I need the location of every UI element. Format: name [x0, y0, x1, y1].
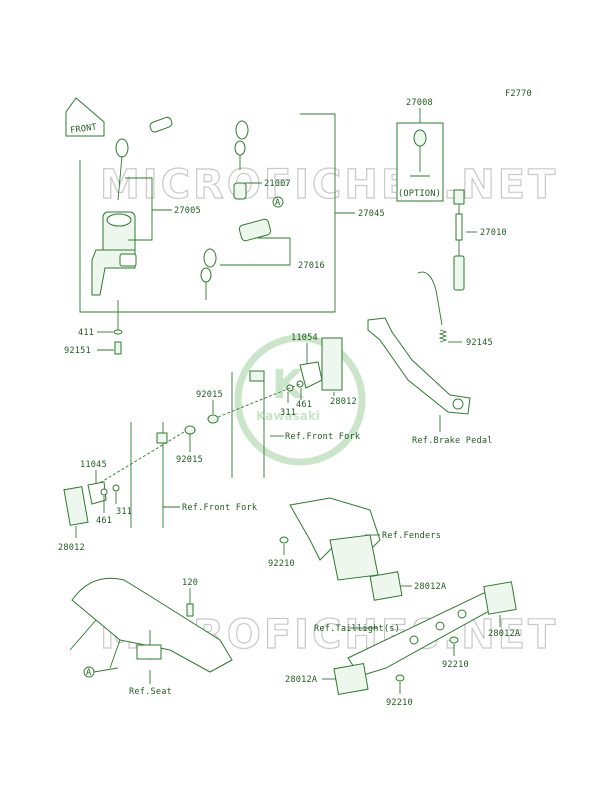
rail-mount [136, 644, 162, 660]
watermark-top: MICROFICHES.NET [100, 162, 558, 208]
ref-front-fork-upper: Ref.Front Fork [285, 432, 361, 442]
switch-body [453, 255, 465, 291]
front-fork-upper [231, 372, 265, 478]
kawasaki-logo: K Kawasaki [234, 334, 366, 466]
washer-461-lower [100, 488, 108, 496]
reflector-28012A-center [369, 571, 403, 601]
label-92210-left: 92210 [268, 559, 295, 569]
label-92210-right: 92210 [442, 660, 469, 670]
label-27045: 27045 [358, 209, 385, 219]
option-key [413, 129, 427, 147]
label-27010: 27010 [480, 228, 507, 238]
key-center [233, 120, 249, 200]
sensor-27010 [453, 189, 465, 205]
washer-411 [113, 329, 123, 335]
label-21007: 21007 [264, 179, 291, 189]
ignition-switch [91, 211, 137, 296]
nut-92210-left [279, 536, 289, 544]
nut-92015-lower [184, 425, 196, 435]
label-461-upper: 461 [296, 400, 312, 410]
key-blank [149, 116, 173, 133]
label-120: 120 [182, 578, 198, 588]
label-11045: 11045 [80, 460, 107, 470]
nut-92210-bottom [395, 674, 405, 682]
ref-mark-a-top [272, 196, 284, 208]
front-arrow-icon: FRONT [65, 97, 105, 137]
nut-311-lower [112, 484, 120, 492]
reflector-28012A-right [483, 581, 517, 615]
svg-text:A: A [275, 198, 281, 208]
ref-fenders: Ref.Fenders [382, 531, 441, 541]
front-label: FRONT [70, 122, 98, 136]
bolt-120 [186, 603, 194, 617]
label-92145: 92145 [466, 338, 493, 348]
ref-seat: Ref.Seat [129, 687, 172, 697]
label-92015-lower: 92015 [176, 455, 203, 465]
washer-461-upper [296, 380, 304, 388]
label-411: 411 [78, 328, 94, 338]
label-92151: 92151 [64, 346, 91, 356]
spring-92145 [417, 271, 443, 326]
option-label: (OPTION) [398, 189, 441, 199]
label-27005: 27005 [174, 206, 201, 216]
label-92015-upper: 92015 [196, 390, 223, 400]
reflector-28012-lower [63, 486, 89, 526]
label-28012-lower: 28012 [58, 543, 85, 553]
label-311-upper: 311 [280, 408, 296, 418]
key-lower [200, 218, 272, 300]
label-92210-bottom: 92210 [386, 698, 413, 708]
label-311-lower: 311 [116, 507, 132, 517]
nut-92210-right [449, 636, 459, 644]
brake-pedal [367, 317, 471, 415]
ref-taillight: Ref.Taillight(s) [314, 624, 400, 634]
label-28012-upper: 28012 [330, 397, 357, 407]
figure-code: F2770 [505, 89, 532, 99]
bolt-92151 [114, 341, 122, 355]
label-28012A-left: 28012A [285, 675, 318, 685]
reflector-28012-upper [321, 337, 343, 391]
mud-flap [329, 534, 379, 581]
ref-front-fork-lower: Ref.Front Fork [182, 503, 258, 513]
svg-text:A: A [86, 668, 92, 678]
label-27016: 27016 [298, 261, 325, 271]
ref-brake-pedal: Ref.Brake Pedal [412, 436, 493, 446]
label-27008: 27008 [406, 98, 433, 108]
nut-92015-upper [207, 414, 219, 424]
label-11054: 11054 [291, 333, 318, 343]
label-28012A-right: 28012A [488, 629, 521, 639]
reflector-28012A-left [333, 663, 369, 695]
label-461-lower: 461 [96, 516, 112, 526]
svg-text:Kawasaki: Kawasaki [256, 409, 320, 423]
bracket-11045 [87, 481, 107, 505]
grab-rail [71, 577, 233, 673]
label-28012A-center: 28012A [414, 582, 447, 592]
key-left [115, 138, 129, 201]
